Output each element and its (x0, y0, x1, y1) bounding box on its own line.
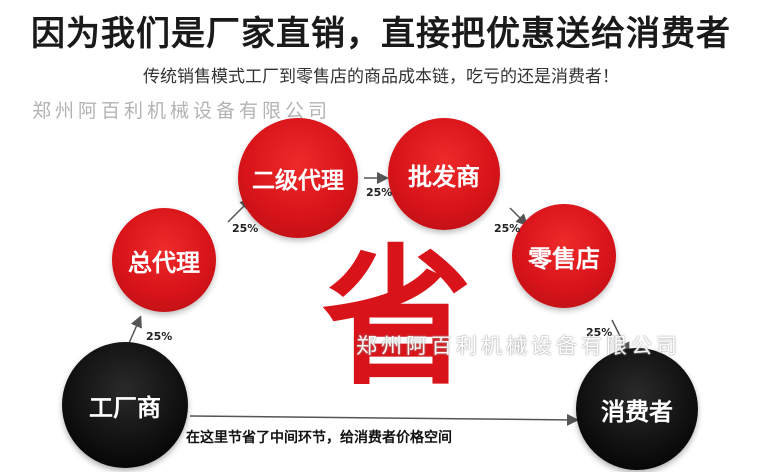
markup-general-secondary: 25% (232, 222, 259, 235)
node-label: 工厂商 (89, 393, 161, 422)
arrow-retailer-consumer (611, 319, 630, 355)
node-label: 零售店 (528, 244, 600, 273)
markup-factory-general: 25% (146, 330, 173, 343)
bottom-note: 在这里节省了中间环节，给消费者价格空间 (186, 430, 452, 446)
markup-wholesaler-retailer: 25% (494, 222, 521, 235)
node-label: 消费者 (601, 397, 673, 426)
node-secondary-agent: 二级代理 (238, 118, 358, 238)
watermark-top: 郑州阿百利机械设备有限公司 (32, 100, 332, 122)
markup-secondary-wholesaler: 25% (366, 186, 393, 199)
node-label: 批发商 (408, 162, 480, 191)
markup-retailer-consumer: 25% (586, 326, 613, 339)
arrow-factory-consumer (189, 413, 579, 426)
node-retailer: 零售店 (512, 204, 616, 308)
node-factory: 工厂商 (62, 342, 188, 468)
node-general-agent: 总代理 (112, 208, 216, 312)
subline: 传统销售模式工厂到零售店的商品成本链，吃亏的还是消费者！ (143, 67, 619, 87)
node-consumer: 消费者 (576, 348, 698, 470)
watermark-center: 郑州阿百利机械设备有限公司 (356, 334, 681, 358)
node-wholesaler: 批发商 (388, 118, 500, 230)
node-label: 二级代理 (252, 168, 344, 194)
headline: 因为我们是厂家直销，直接把优惠送给消费者 (31, 14, 731, 54)
save-mark: 省 (322, 232, 473, 406)
arrow-wholesaler-retailer (509, 207, 529, 227)
node-label: 总代理 (128, 248, 200, 277)
